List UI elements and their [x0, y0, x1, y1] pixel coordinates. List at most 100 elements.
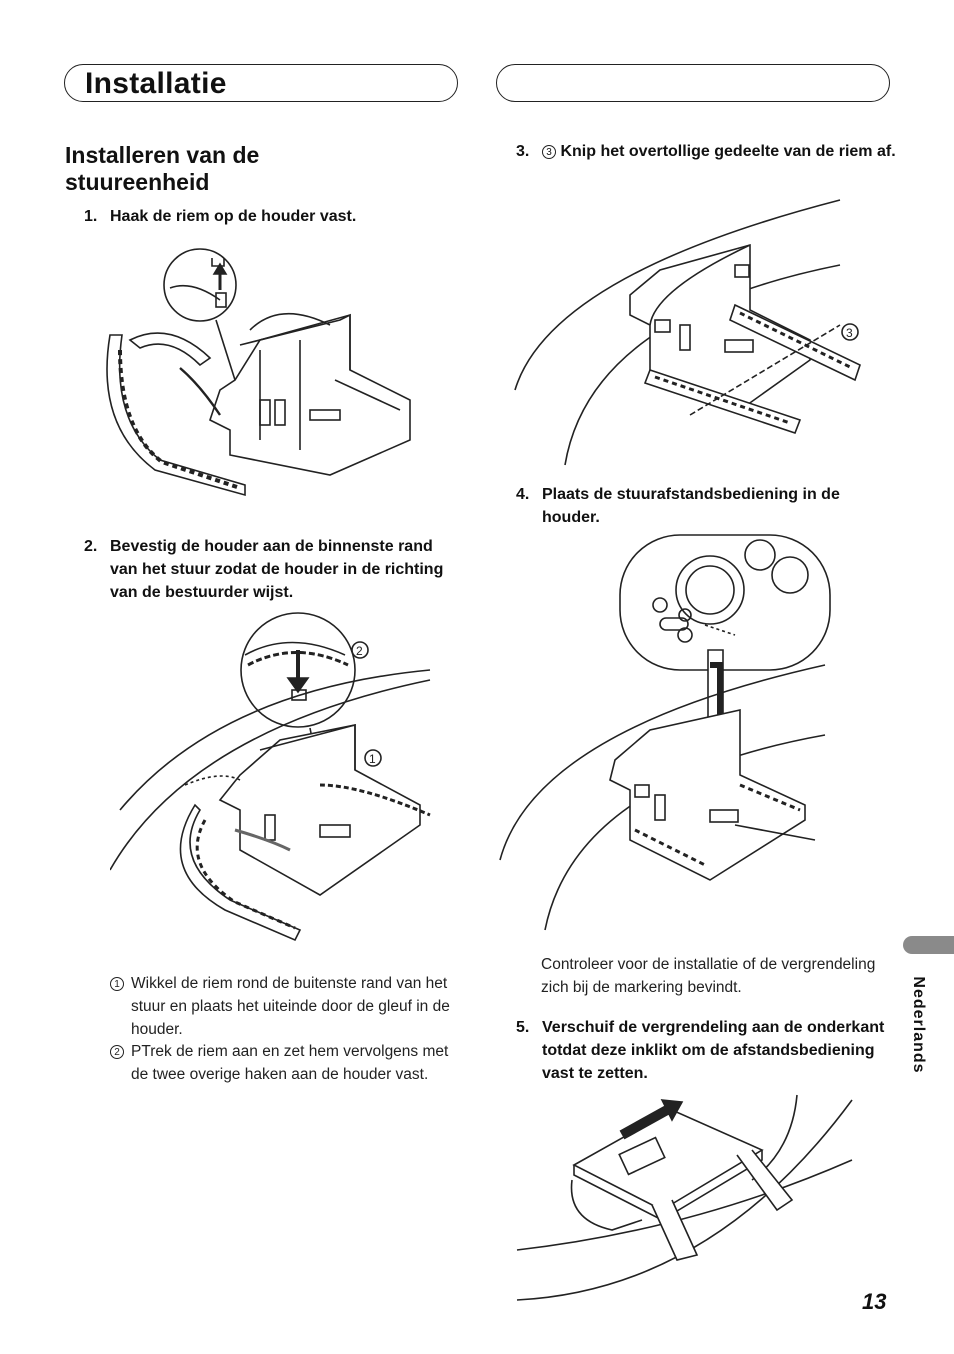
strap-right	[729, 303, 861, 382]
cut-line	[689, 324, 841, 416]
wheel-rim-outer	[514, 199, 841, 391]
step-3: 3. 3 Knip het overtollige gedeelte van d…	[516, 140, 896, 163]
strap-belt	[106, 334, 246, 497]
remote-body	[619, 534, 831, 671]
strap-holes	[195, 819, 296, 930]
slot-2	[274, 399, 286, 426]
slot-1	[259, 399, 271, 426]
marker-leader	[734, 824, 816, 841]
wheel-rim-inner	[110, 679, 431, 871]
latch	[319, 824, 351, 838]
step-text: Verschuif de vergrendeling aan de onderk…	[542, 1019, 885, 1082]
callout-circle-1	[364, 749, 382, 767]
callout-label-3: 3	[846, 326, 853, 340]
section-title: Installeren van de stuureenheid	[65, 142, 260, 195]
strap-lower-holes	[654, 375, 791, 425]
step-number: 3.	[516, 143, 530, 160]
strap-holes	[739, 783, 801, 812]
arrow-down-icon	[286, 677, 310, 694]
step-text: Knip het overtollige gedeelte van de rie…	[560, 143, 896, 160]
note-1: 1 Wikkel de riem rond de buitenste rand …	[110, 972, 455, 1041]
note-text: PTrek de riem aan en zet hem vervolgens …	[131, 1043, 449, 1083]
note-text: Wikkel de riem rond de buitenste rand va…	[131, 975, 450, 1038]
step-text: Plaats de stuurafstandsbediening in de h…	[542, 486, 840, 526]
remote-plate	[572, 1109, 764, 1211]
remote-button-3	[678, 608, 692, 622]
window-icon	[634, 784, 650, 798]
figure-cut-strap: 3	[514, 199, 861, 466]
strap-holes	[118, 349, 241, 490]
hook-detail	[291, 689, 307, 701]
slot-1	[679, 324, 691, 351]
strap-right-holes	[739, 311, 851, 369]
hook-outline	[211, 258, 225, 267]
holder-body	[209, 313, 411, 476]
holder-body	[218, 724, 421, 896]
callout-circle-3	[841, 323, 859, 341]
figure-attach-holder: 2 1	[110, 612, 431, 942]
language-label: Nederlands	[910, 976, 927, 1074]
callout-marker-2: 2	[110, 1045, 124, 1059]
strap-lower-holes	[634, 828, 706, 867]
remote-guide	[704, 624, 736, 636]
holder-body	[629, 243, 811, 411]
leader-line	[215, 319, 236, 381]
wheel-rim-outer	[516, 1099, 853, 1301]
holder-back	[259, 723, 356, 770]
step-text: Bevestig de houder aan de binnenste rand…	[110, 538, 444, 601]
step-number: 2.	[84, 538, 98, 555]
arrow-slide-icon	[660, 1099, 684, 1122]
strap-band	[651, 1199, 699, 1261]
remote-base	[570, 1179, 643, 1231]
note-2: 2 PTrek de riem aan en zet hem vervolgen…	[110, 1040, 455, 1086]
arrow-up-icon	[212, 262, 228, 275]
latch	[309, 409, 341, 421]
remote-button-right	[771, 556, 809, 594]
step-1: 1. Haak de riem op de houder vast.	[84, 205, 424, 228]
callout-label-2: 2	[356, 644, 363, 658]
callout-label-1: 1	[369, 752, 376, 766]
remote-button-2	[659, 617, 689, 631]
remote-dial-outer	[675, 555, 745, 625]
strap-detail-top	[244, 641, 346, 656]
header-title-box: Installatie	[64, 64, 458, 102]
header-right-box	[496, 64, 890, 102]
strap-loop	[249, 312, 331, 331]
step-4: 4. Plaats de stuurafstandsbediening in d…	[516, 483, 896, 529]
slot-1	[654, 794, 666, 821]
remote-button-top	[744, 539, 776, 571]
detail-circle	[163, 248, 237, 322]
holder-back	[239, 313, 351, 370]
arrow-pull	[234, 828, 291, 852]
hook-detail	[215, 292, 227, 308]
remote-dial-inner	[685, 565, 735, 615]
window-icon-2	[734, 264, 750, 278]
strap-end	[128, 332, 212, 367]
step-number: 1.	[84, 208, 98, 225]
holder-floor	[334, 379, 401, 411]
page-title: Installatie	[85, 67, 227, 100]
strap-tail	[319, 783, 431, 817]
figure-hook-strap	[106, 248, 411, 497]
lock-slider	[618, 1136, 666, 1176]
figure-place-remote	[499, 534, 831, 931]
strap-underside	[179, 367, 221, 416]
holder-body	[609, 709, 806, 881]
step-2: 2. Bevestig de houder aan de binnenste r…	[84, 535, 464, 604]
window-icon	[654, 319, 671, 333]
figure-lock-slide	[516, 1094, 853, 1301]
callout-marker-1: 1	[110, 977, 124, 991]
remote-button-4	[677, 627, 693, 643]
step-5: 5. Verschuif de vergrendeling aan de ond…	[516, 1016, 896, 1085]
page-number: 13	[862, 1289, 887, 1314]
strap-band-right	[736, 1149, 794, 1212]
callout-marker-3: 3	[542, 145, 556, 159]
dashed-path	[184, 775, 241, 786]
wheel-rim-outer	[119, 669, 431, 811]
step-number: 5.	[516, 1019, 530, 1036]
latch	[709, 809, 739, 823]
language-tab	[903, 936, 954, 954]
callout-circle-2	[351, 641, 369, 659]
wheel-rim-outer	[499, 664, 826, 861]
latch	[724, 339, 754, 353]
